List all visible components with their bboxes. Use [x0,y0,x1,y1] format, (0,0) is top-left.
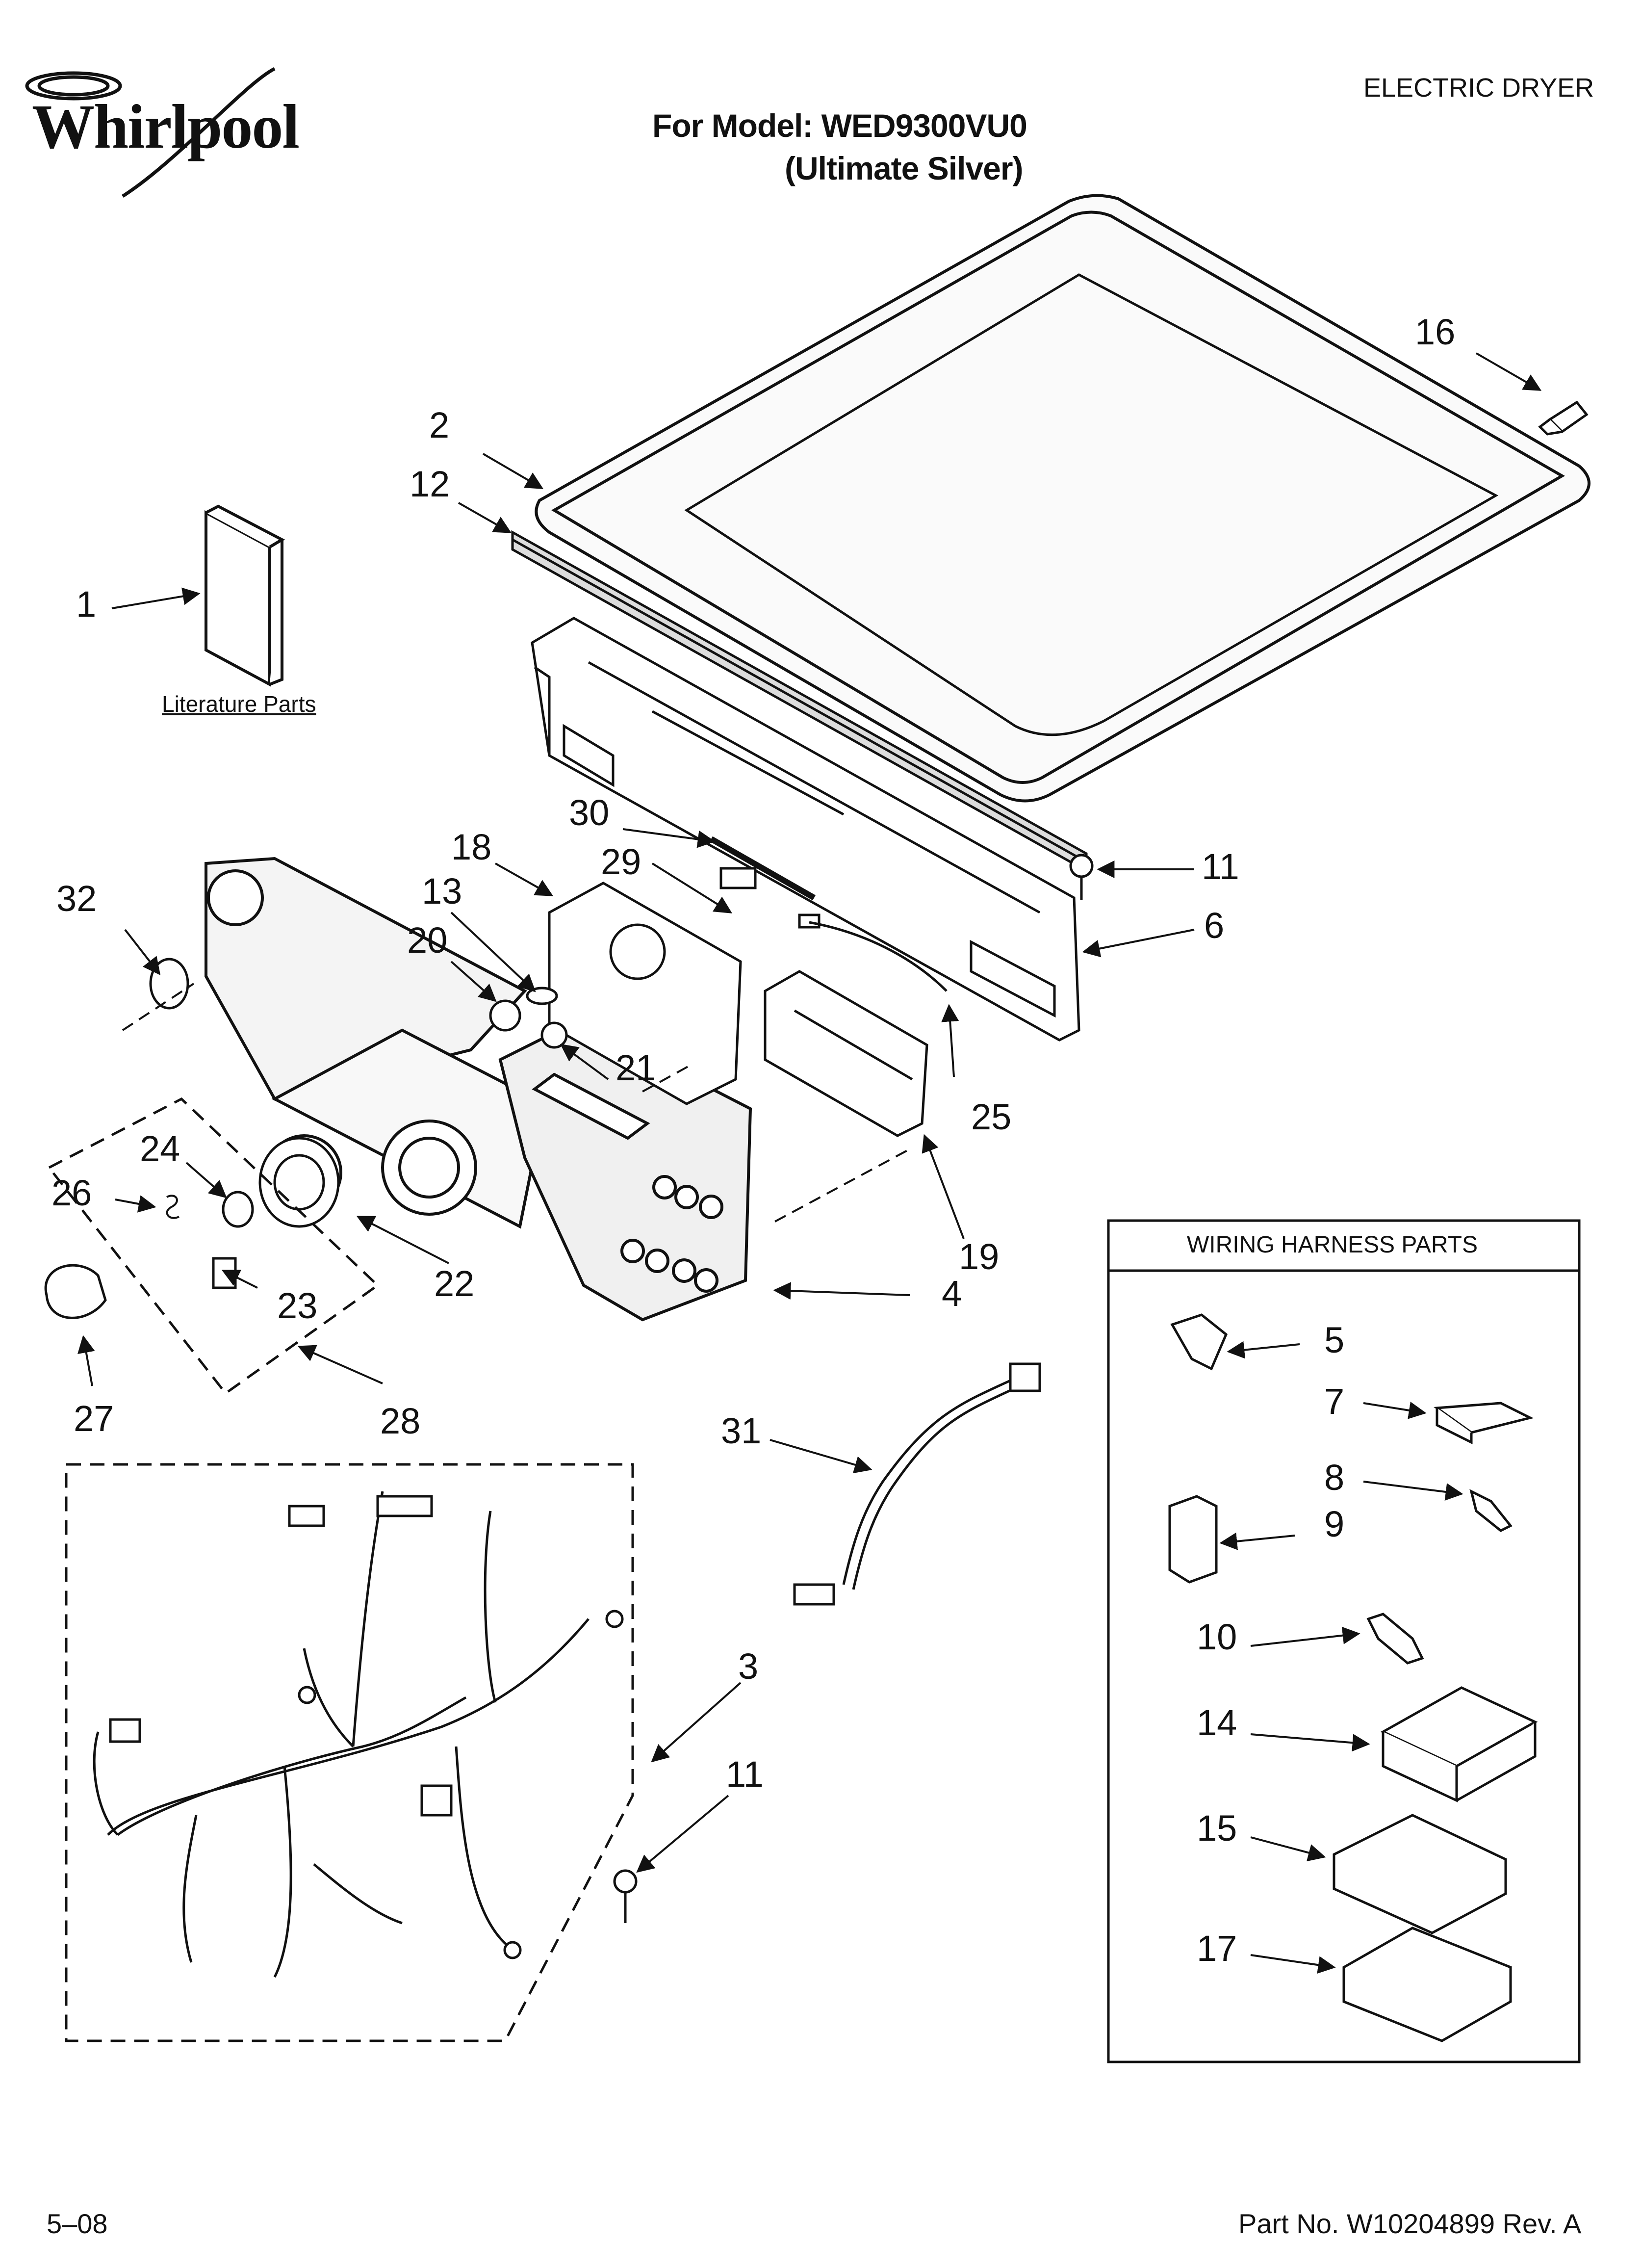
callout-17: 17 [1197,1928,1237,1969]
small-harnesses [710,836,948,992]
callout-25: 25 [971,1096,1012,1137]
small-parts [44,958,568,1319]
callout-26: 26 [51,1173,92,1213]
control-board-19 [764,970,928,1137]
callout-19: 19 [959,1236,1000,1277]
callout-11-top: 11 [1202,846,1239,887]
callout-6: 6 [1204,905,1225,946]
callout-11-bottom: 11 [726,1754,764,1795]
callout-16: 16 [1415,312,1456,352]
part-11-screw-top [1069,854,1094,900]
callout-5: 5 [1324,1320,1345,1360]
callout-28: 28 [380,1401,421,1441]
wiring-box [1107,1219,1581,2063]
callout-15: 15 [1197,1808,1237,1849]
callout-12: 12 [410,464,450,504]
callout-13: 13 [422,871,462,912]
callout-22: 22 [434,1263,475,1304]
callout-24: 24 [140,1128,180,1169]
callout-14: 14 [1197,1702,1237,1743]
part-11-screw-bottom [613,1869,638,1923]
knob-group-boundary [47,1097,380,1395]
part-number: Part No. W10204899 Rev. A [1238,2208,1582,2239]
brand-name: Whirlpool [32,92,300,161]
model-color: (Ultimate Silver) [785,150,1023,186]
callout-2: 2 [429,405,450,445]
top-panel [535,194,1591,803]
part-31-harness [793,1362,1041,1606]
appliance-type: ELECTRIC DRYER [1363,73,1594,103]
revision-date: 5–08 [47,2208,108,2239]
literature-booklet [205,504,285,687]
wiring-harness-title: WIRING HARNESS PARTS [1187,1232,1478,1258]
callout-32: 32 [56,878,97,919]
console-frame [531,617,1080,1042]
callout-7: 7 [1324,1381,1345,1422]
control-board-18 [548,882,742,1105]
callout-21: 21 [616,1047,656,1088]
dashed-leaders [122,983,908,1223]
callout-1: 1 [76,584,97,625]
callout-20: 20 [407,920,448,961]
main-wiring-harness [93,1491,624,1978]
callout-10: 10 [1197,1616,1237,1657]
callout-4: 4 [942,1273,962,1314]
callout-8: 8 [1324,1457,1345,1498]
spring-26 [166,1195,180,1219]
model-title: For Model: WED9300VU0 [652,107,1027,144]
callout-29: 29 [601,841,641,882]
leader-arrows [77,352,1542,1974]
callout-3: 3 [738,1646,759,1687]
literature-parts-label: Literature Parts [162,691,316,717]
wiring-box-parts [1168,1313,1538,2042]
callout-31: 31 [721,1410,762,1451]
callout-30: 30 [569,792,610,833]
callout-9: 9 [1324,1504,1345,1544]
harness-boundary [65,1463,634,2042]
callout-23: 23 [277,1285,318,1326]
part-16-screw [1538,400,1589,436]
callout-18: 18 [451,827,492,867]
callout-27: 27 [74,1398,114,1439]
